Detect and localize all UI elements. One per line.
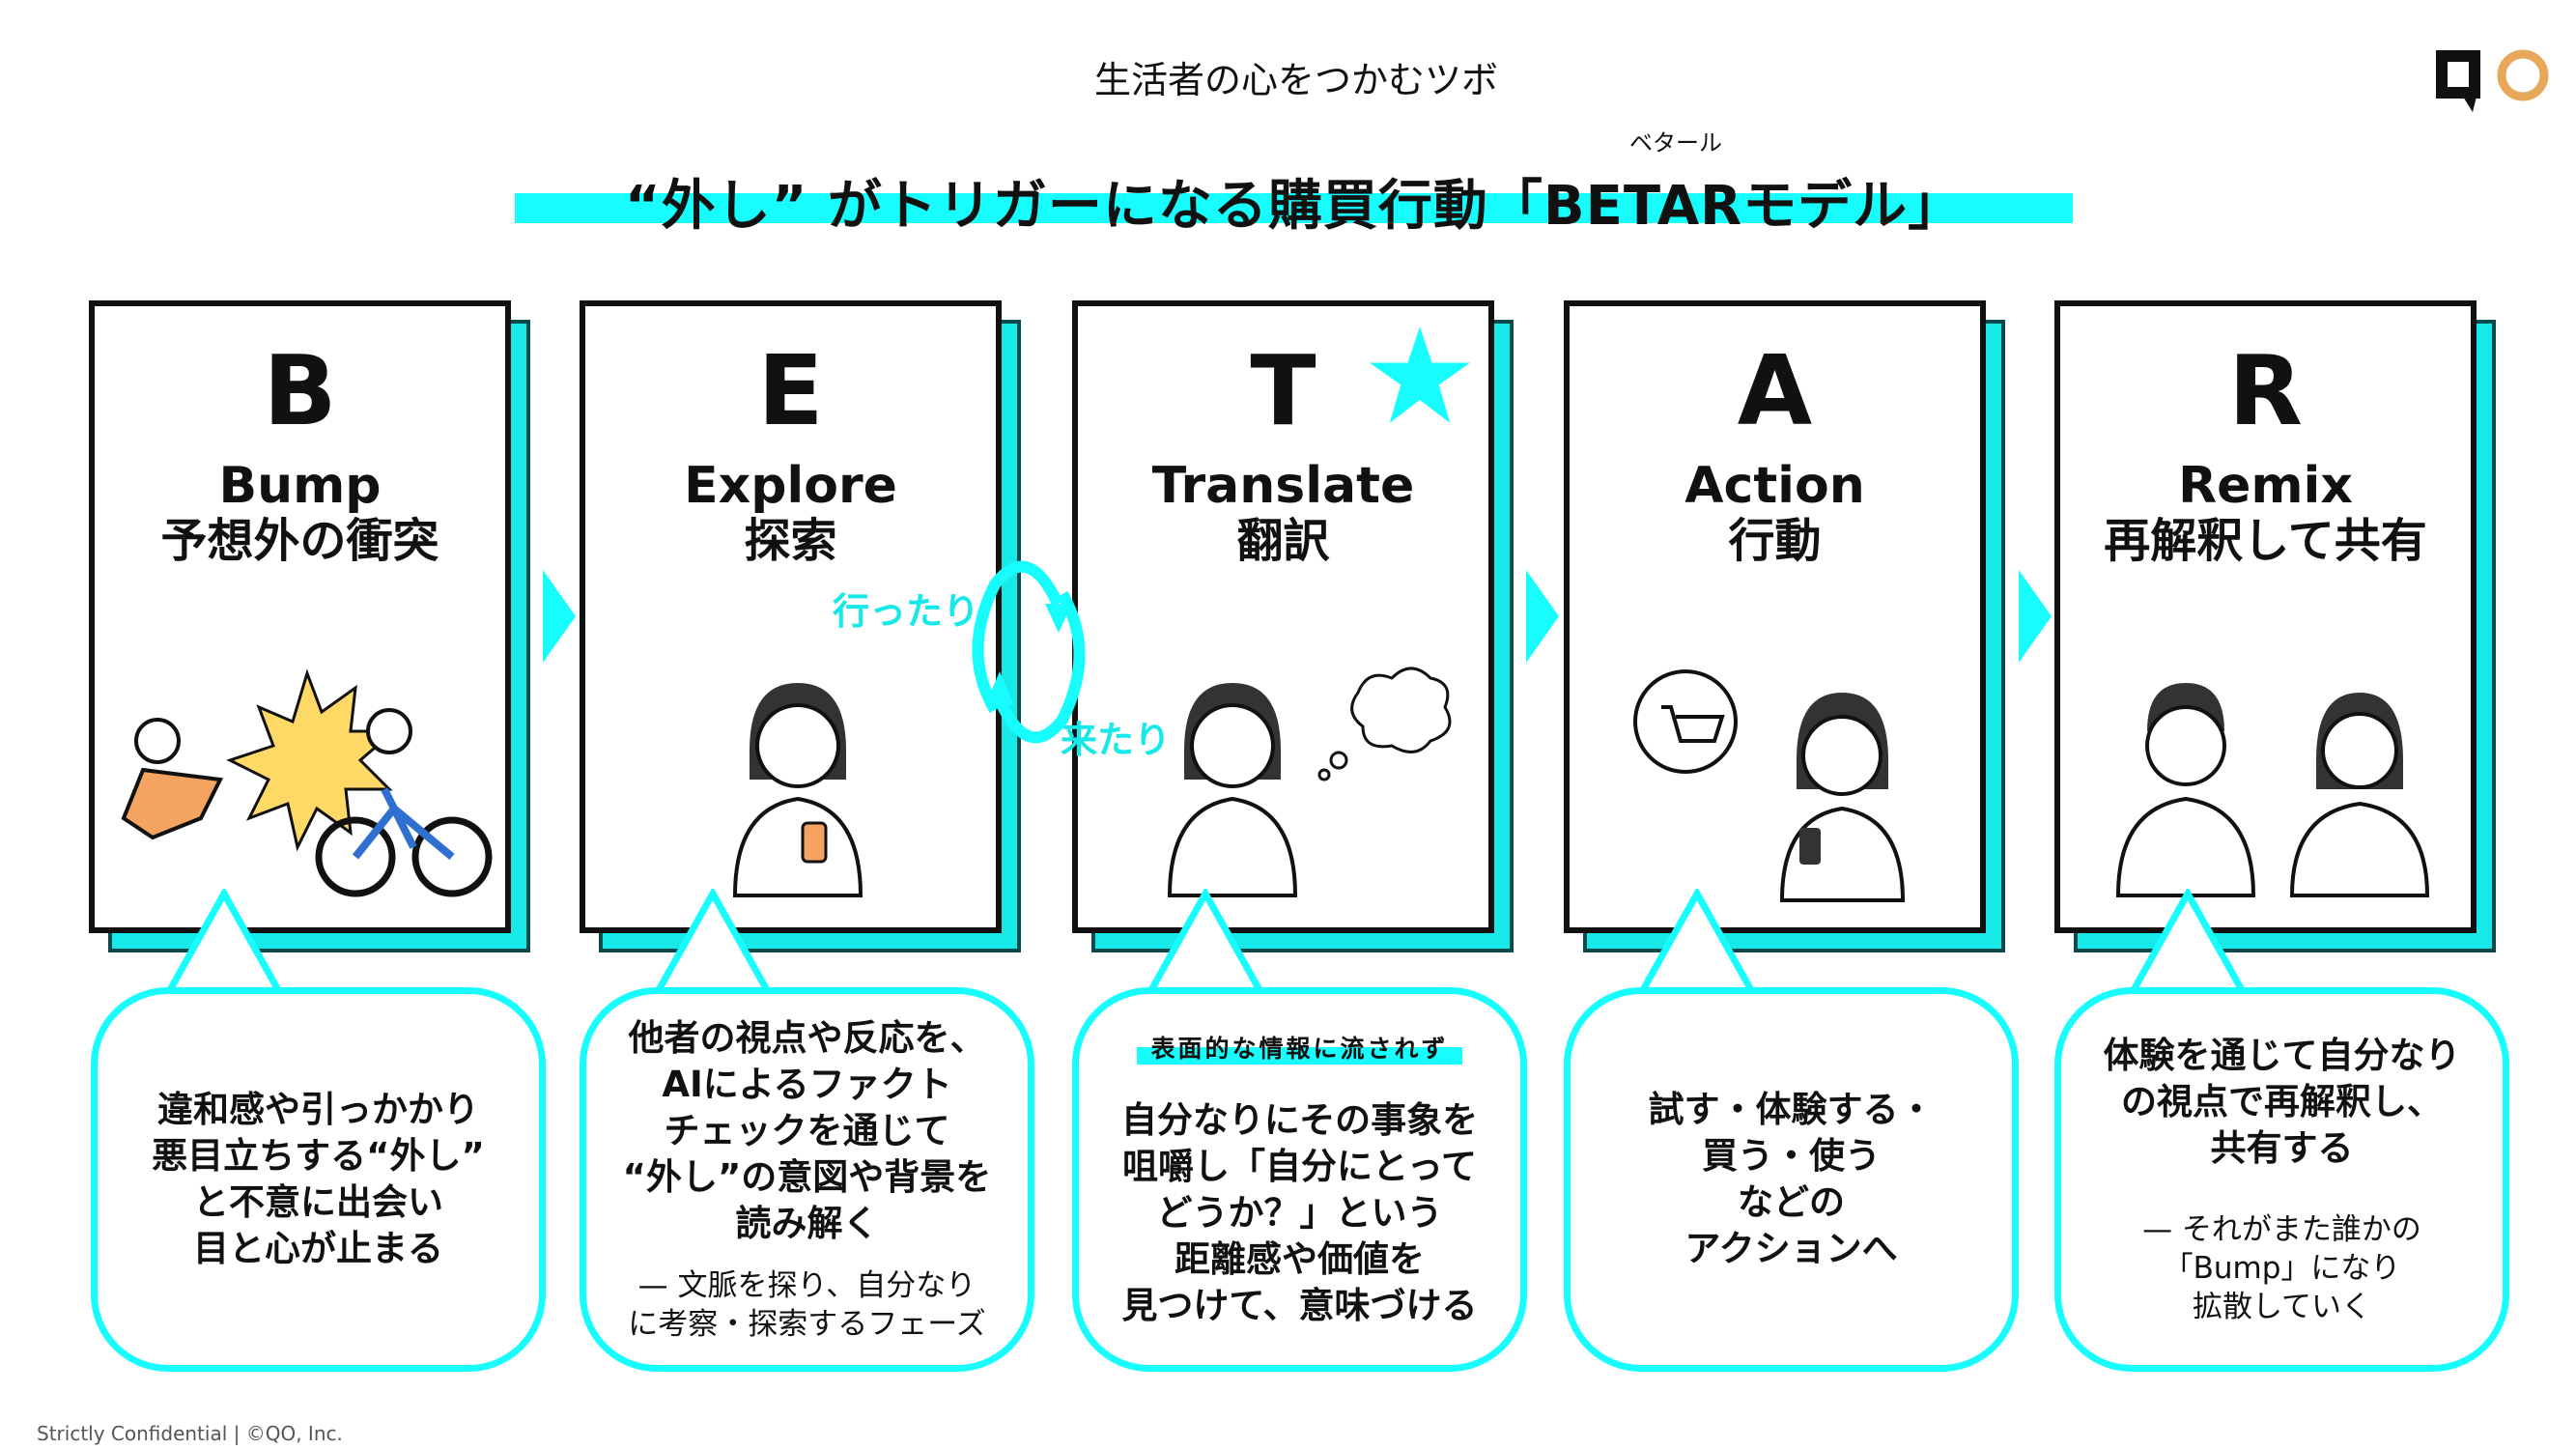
title-ruby: ベタール — [1629, 129, 1722, 156]
text-line: 「Bump」になり — [2163, 1251, 2401, 1286]
arrow-right-icon — [1526, 570, 1559, 663]
bubble-pointer — [649, 889, 777, 1000]
collision-illustration — [121, 668, 493, 897]
card-name: Bump — [218, 457, 382, 515]
card-bump: B Bump 予想外の衝突 — [89, 300, 511, 933]
text-line: 共有する — [2210, 1127, 2354, 1169]
card-letter: T — [1250, 334, 1316, 447]
card-letter: B — [263, 334, 337, 447]
text-line: 他者の視点や反応を、 — [628, 1017, 986, 1059]
card-name: Translate — [1151, 457, 1415, 515]
card-jp: 翻訳 — [1236, 514, 1330, 569]
card-name: Remix — [2178, 457, 2353, 515]
text-line: 体験を通じて自分なり — [2103, 1035, 2461, 1076]
title-highlight — [515, 193, 2073, 223]
cycle-go-label: 行ったり — [833, 590, 980, 633]
card-name: Action — [1684, 457, 1865, 515]
text-line: チェックを通じて — [664, 1110, 950, 1151]
text-line: アクションへ — [1684, 1228, 1898, 1269]
text-line: の視点で再解釈し、 — [2121, 1081, 2443, 1122]
bubble-pointer — [1633, 889, 1761, 1000]
bubble-sub-text: — 文脈を探り、自分なり に考察・探索するフェーズ — [628, 1266, 985, 1344]
footer-confidential: Strictly Confidential | ©QO, Inc. — [37, 1422, 343, 1445]
text-line: “外し”の意図や背景を — [622, 1156, 992, 1198]
text-line: 自分なりにその事象を — [1120, 1099, 1479, 1141]
card-jp: 再解釈して共有 — [2104, 514, 2427, 569]
bubble-pointer — [1142, 889, 1269, 1000]
text-line: に考察・探索するフェーズ — [628, 1307, 986, 1342]
qo-logo — [2436, 49, 2549, 112]
card-translate: T Translate 翻訳 — [1072, 300, 1494, 933]
text-line: などの — [1738, 1181, 1845, 1223]
bubble-remix: 体験を通じて自分なり の視点で再解釈し、 共有する — それがまた誰かの 「Bu… — [2054, 987, 2509, 1372]
card-name: Explore — [684, 457, 897, 515]
text-line: 読み解く — [735, 1203, 879, 1244]
card-letter: R — [2227, 334, 2303, 447]
text-line: 試す・体験する・ — [1648, 1089, 1935, 1130]
bubble-action: 試す・体験する・ 買う・使う などの アクションへ — [1564, 987, 2019, 1372]
text-line: 買う・使う — [1702, 1135, 1881, 1177]
card-jp: 予想外の衝突 — [160, 514, 439, 569]
highlight-tag: 表面的な情報に流されず — [1137, 1030, 1462, 1065]
card-remix: R Remix 再解釈して共有 — [2054, 300, 2477, 933]
arrow-right-icon — [2019, 570, 2052, 663]
text-line: と不意に出会い — [192, 1181, 443, 1223]
text-line: — それがまた誰かの — [2142, 1212, 2421, 1247]
card-jp: 行動 — [1728, 514, 1822, 569]
page-subtitle: 生活者の心をつかむツボ — [1093, 59, 1498, 101]
text-line: 見つけて、意味づける — [1121, 1285, 1478, 1326]
bubble-main-text: 自分なりにその事象を 咀嚼し「自分にとって どうか？」という 距離感や価値を 見… — [1121, 1097, 1478, 1329]
card-letter: E — [757, 334, 824, 447]
text-line: 悪目立ちする“外し” — [152, 1135, 485, 1177]
text-line: どうか？」という — [1156, 1192, 1443, 1234]
person-shopping-illustration — [1633, 669, 1906, 902]
card-jp: 探索 — [744, 514, 837, 569]
bubble-main-text: 違和感や引っかかり 悪目立ちする“外し” と不意に出会い 目と心が止まる — [152, 1087, 485, 1272]
bubble-bump: 違和感や引っかかり 悪目立ちする“外し” と不意に出会い 目と心が止まる — [91, 987, 546, 1372]
bubble-main-text: 体験を通じて自分なり の視点で再解釈し、 共有する — [2104, 1033, 2461, 1172]
text-line: 拡散していく — [2192, 1290, 2372, 1324]
bubble-pointer — [160, 889, 288, 1000]
star-icon — [1370, 327, 1470, 423]
cycle-arrows-icon — [972, 560, 1086, 744]
text-line: AIによるファクト — [662, 1064, 952, 1105]
bubble-translate: 表面的な情報に流されず 自分なりにその事象を 咀嚼し「自分にとって どうか？」と… — [1072, 987, 1527, 1372]
person-thinking-illustration — [1167, 667, 1452, 897]
text-line: 距離感や価値を — [1174, 1238, 1425, 1280]
card-action: A Action 行動 — [1564, 300, 1986, 933]
text-line: 咀嚼し「自分にとって — [1121, 1146, 1478, 1187]
card-letter: A — [1737, 334, 1813, 447]
person-phone-illustration — [732, 683, 863, 897]
card-explore: E Explore 探索 — [580, 300, 1002, 933]
bubble-explore: 他者の視点や反応を、 AIによるファクト チェックを通じて “外し”の意図や背景… — [580, 987, 1034, 1372]
bubble-pointer — [2124, 889, 2251, 1000]
bubble-sub-text: — それがまた誰かの 「Bump」になり 拡散していく — [2142, 1210, 2421, 1326]
bubble-main-text: 試す・体験する・ 買う・使う などの アクションへ — [1649, 1087, 1935, 1272]
text-line: 違和感や引っかかり — [156, 1089, 479, 1130]
text-line: — 文脈を探り、自分なり — [637, 1268, 977, 1303]
two-people-talking-illustration — [2115, 683, 2430, 897]
bubble-pointers — [160, 889, 2251, 1000]
bubble-main-text: 他者の視点や反応を、 AIによるファクト チェックを通じて “外し”の意図や背景… — [623, 1015, 992, 1247]
cycle-come-label: 来たり — [1061, 719, 1172, 761]
text-line: 目と心が止まる — [192, 1228, 443, 1269]
arrow-right-icon — [543, 570, 576, 663]
page-title: “外し” がトリガーになる購買行動「BETARモデル」 — [624, 175, 1964, 238]
